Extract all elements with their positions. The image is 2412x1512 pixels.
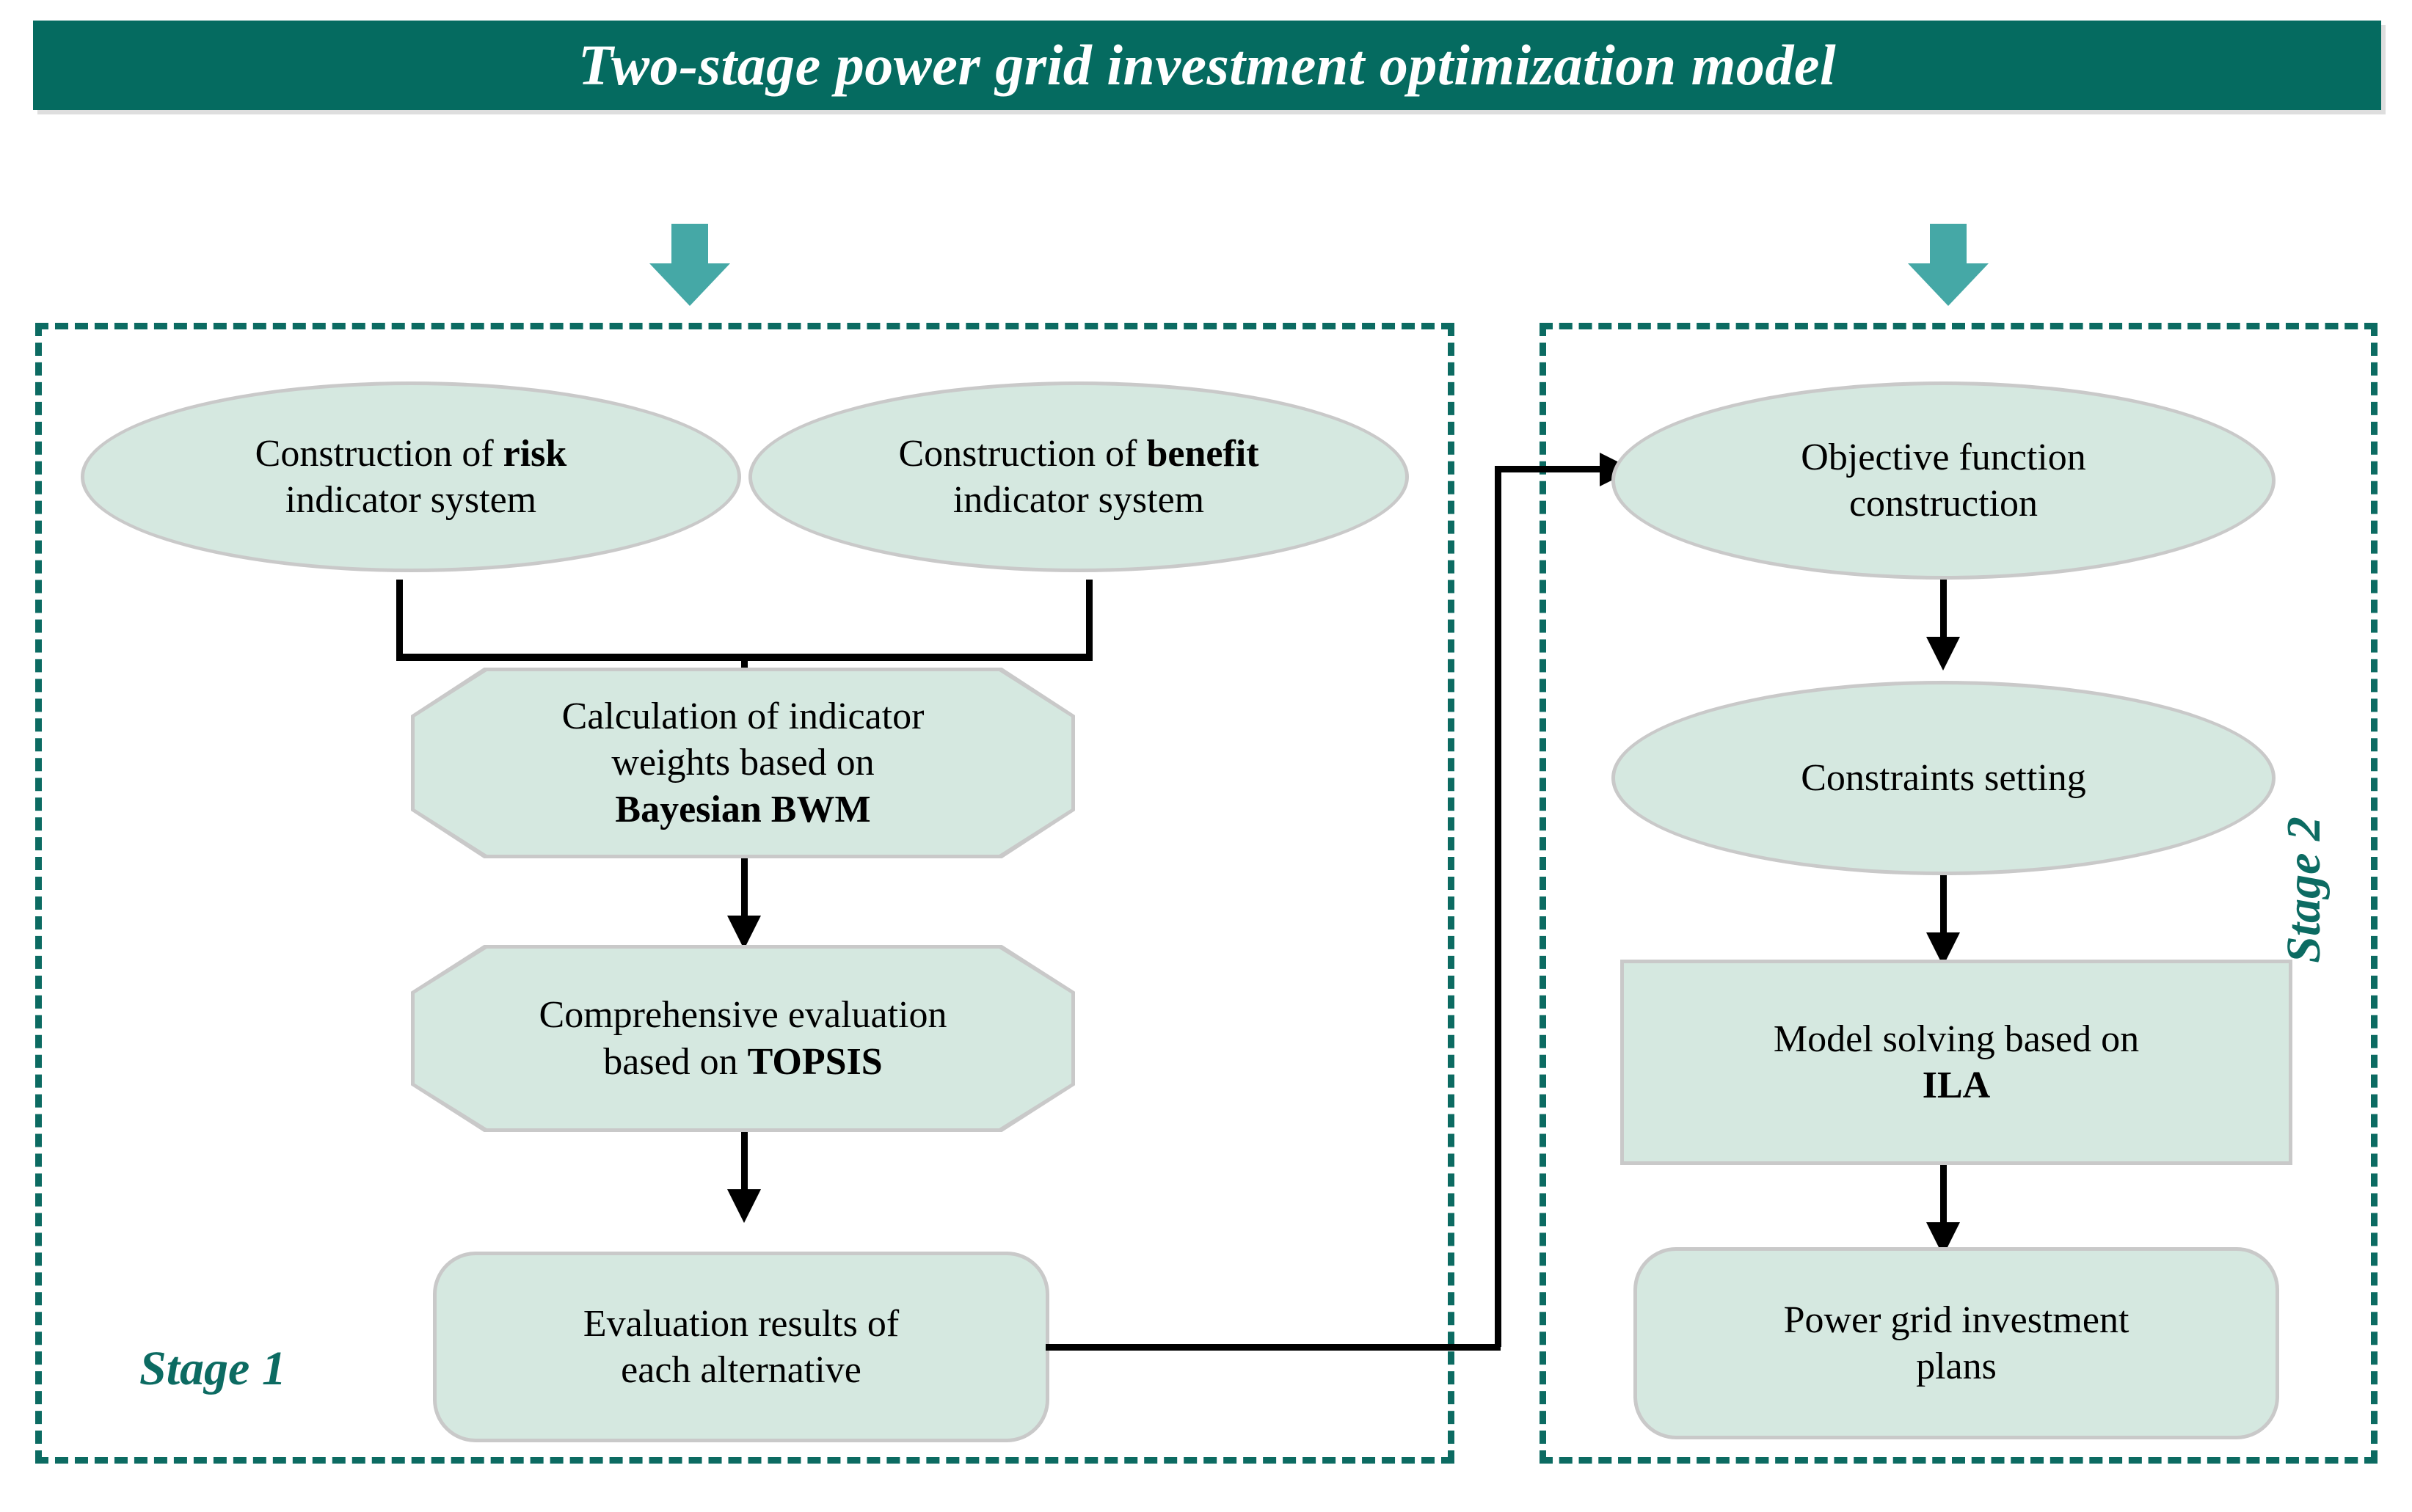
topsis-line2-prefix-text: based on [603,1040,748,1083]
plans-line2-text: plans [1916,1345,1997,1387]
node-bayesian-bwm[interactable]: Calculation of indicator weights based o… [411,668,1075,858]
stage-2-container [1540,323,2378,1464]
topsis-line1-text: Comprehensive evaluation [539,994,947,1037]
block-arrow-stem [671,224,708,266]
benefit-suffix-text: indicator system [952,479,1205,521]
solving-bold-text: ILA [1922,1064,1991,1106]
connector-topsis-to-results [741,1132,748,1194]
stage-1-label: Stage 1 [139,1342,286,1395]
connector-constraints-to-solving [1940,875,1947,938]
node-evaluation-results-label: Evaluation results of each alternative [567,1301,915,1394]
objective-line1-text: Objective function [1801,436,2086,478]
node-power-grid-investment-plans-label: Power grid investment plans [1768,1297,2146,1390]
node-constraints-setting[interactable]: Constraints setting [1611,681,2276,875]
connector-solving-to-plans [1940,1165,1947,1227]
connector-results-up [1495,466,1501,1347]
node-constraints-setting-label: Constraints setting [1801,756,2086,799]
node-risk-indicator-system-label: Construction of risk indicator system [239,431,583,524]
plans-line1-text: Power grid investment [1783,1299,2129,1341]
node-objective-function-construction[interactable]: Objective function construction [1611,381,2276,580]
objective-line2-text: construction [1848,483,2038,525]
connector-risk-drop [396,580,403,660]
stage-1-container [35,323,1454,1464]
topsis-bold-text: TOPSIS [747,1040,883,1083]
benefit-prefix-text: Construction of [898,432,1147,475]
results-line1-text: Evaluation results of [583,1302,900,1345]
node-power-grid-investment-plans[interactable]: Power grid investment plans [1633,1247,2279,1439]
connector-results-right [1046,1344,1501,1351]
down-block-arrow-icon-stage1 [649,224,730,306]
results-line2-text: each alternative [621,1349,861,1391]
page-title: Two-stage power grid investment optimiza… [578,33,1837,97]
diagram-title-banner: Two-stage power grid investment optimiza… [33,21,2381,110]
down-block-arrow-icon-stage2 [1908,224,1989,306]
node-topsis-evaluation[interactable]: Comprehensive evaluation based on TOPSIS [411,945,1075,1132]
node-bayesian-bwm-label: Calculation of indicator weights based o… [546,693,941,833]
benefit-bold-text: benefit [1146,432,1259,475]
node-benefit-indicator-system[interactable]: Construction of benefit indicator system [748,381,1409,572]
bwm-line2-text: weights based on [611,742,875,784]
connector-objective-to-constraints [1940,580,1947,642]
octagon-inner-fill [415,949,1071,1128]
bwm-bold-text: Bayesian BWM [615,788,871,830]
risk-prefix-text: Construction of [255,432,503,475]
solving-line1-text: Model solving based on [1773,1018,2140,1060]
node-model-solving-label: Model solving based on ILA [1757,1016,2155,1109]
node-topsis-evaluation-label: Comprehensive evaluation based on TOPSIS [523,992,963,1085]
connector-bwm-to-topsis [741,858,748,921]
connector-into-objective [1495,466,1605,472]
connector-benefit-drop [1086,580,1093,660]
node-risk-indicator-system[interactable]: Construction of risk indicator system [81,381,741,572]
node-benefit-indicator-system-label: Construction of benefit indicator system [882,431,1275,524]
arrowhead-to-results [727,1189,761,1223]
risk-suffix-text: indicator system [285,479,537,521]
arrowhead-to-topsis [727,916,761,949]
block-arrow-head [649,263,730,306]
bwm-line1-text: Calculation of indicator [561,695,925,737]
octagon-inner-fill [415,671,1071,855]
block-arrow-head [1908,263,1989,306]
node-objective-function-label: Objective function construction [1785,434,2102,527]
node-model-solving-ila[interactable]: Model solving based on ILA [1620,960,2292,1165]
node-evaluation-results[interactable]: Evaluation results of each alternative [433,1252,1049,1442]
risk-bold-text: risk [503,432,567,475]
block-arrow-stem [1930,224,1967,266]
arrowhead-to-constraints [1926,637,1960,671]
